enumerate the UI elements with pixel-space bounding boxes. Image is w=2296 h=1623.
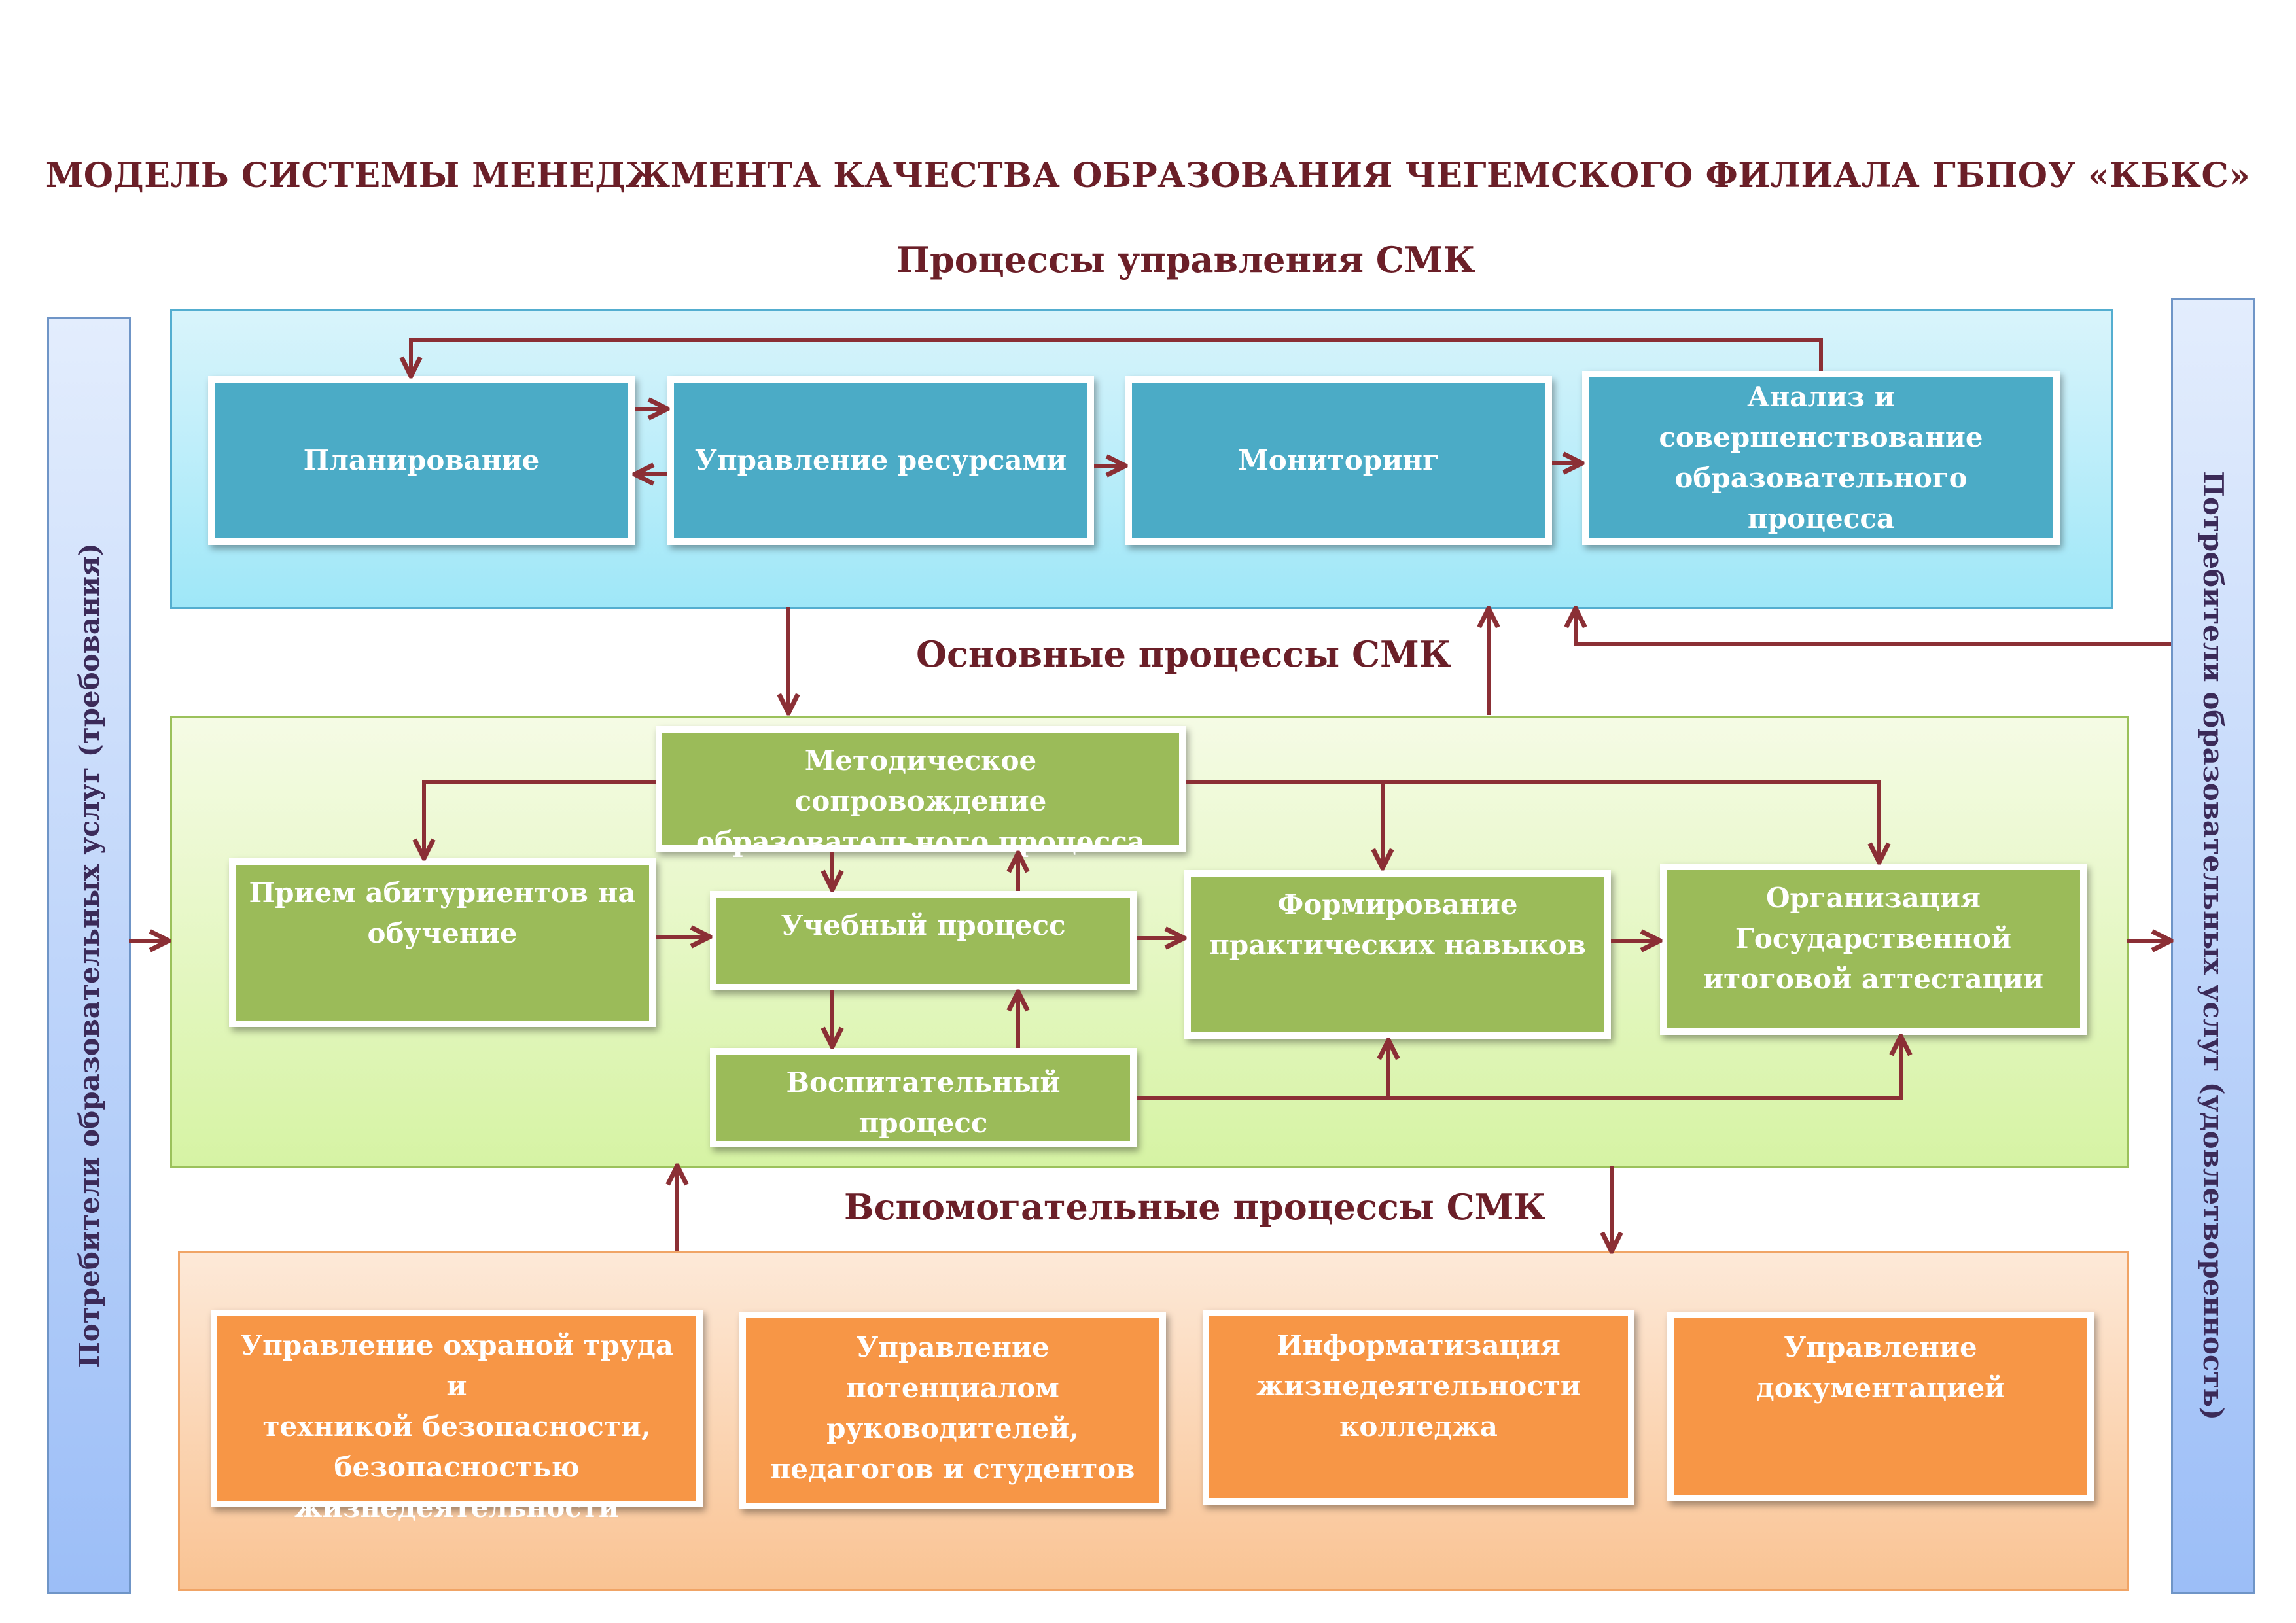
staff-potential-box: Управление потенциалом руководителей, пе…	[739, 1312, 1166, 1509]
admission-box: Прием абитуриентов на обучение	[229, 858, 656, 1027]
staff-potential-label: Управление потенциалом руководителей, пе…	[770, 1331, 1135, 1485]
upbringing-process-label: Воспитательный процесс	[786, 1066, 1061, 1139]
arrow-upbringing-to-practical	[1137, 1040, 1388, 1100]
monitoring-box: Мониторинг	[1125, 376, 1552, 545]
analysis-improvement-label: Анализ и совершенствование образовательн…	[1659, 381, 1983, 534]
arrow-upbringing-to-attestation	[1388, 1036, 1901, 1100]
attestation-label: Организация Государственной итоговой атт…	[1703, 882, 2044, 995]
diagram-title: МОДЕЛЬ СИСТЕМЫ МЕНЕДЖМЕНТА КАЧЕСТВА ОБРА…	[45, 156, 2251, 196]
documentation-box: Управление документацией	[1667, 1312, 2094, 1501]
labor-safety-label: Управление охраной труда и техникой безо…	[240, 1329, 673, 1524]
analysis-improvement-box: Анализ и совершенствование образовательн…	[1582, 371, 2060, 545]
practical-skills-label: Формирование практических навыков	[1209, 888, 1586, 961]
documentation-label: Управление документацией	[1756, 1331, 2005, 1404]
resource-management-label: Управление ресурсами	[694, 444, 1067, 476]
labor-safety-box: Управление охраной труда и техникой безо…	[211, 1310, 703, 1524]
informatization-label: Информатизация жизнедеятельности колледж…	[1256, 1329, 1581, 1442]
arrow-analysis-to-planning	[411, 338, 1823, 376]
methodical-support-label: Методическое сопровождение образовательн…	[696, 744, 1146, 858]
attestation-box: Организация Государственной итоговой атт…	[1660, 864, 2087, 1035]
section-title-management: Процессы управления СМК	[896, 239, 1475, 281]
consumers-requirements-bar: Потребители образовательных услуг (требо…	[47, 317, 131, 1594]
arrow-satisfaction-to-management	[1576, 608, 2171, 646]
section-title-support: Вспомогательные процессы СМК	[844, 1186, 1546, 1228]
upbringing-process-box: Воспитательный процесс	[710, 1048, 1137, 1147]
planning-box: Планирование	[208, 376, 635, 545]
section-title-main: Основные процессы СМК	[916, 633, 1451, 675]
arrow-methodical-to-practical	[1186, 780, 1383, 868]
planning-label: Планирование	[303, 444, 540, 476]
monitoring-label: Мониторинг	[1238, 444, 1439, 476]
educational-process-label: Учебный процесс	[781, 909, 1066, 941]
practical-skills-box: Формирование практических навыков	[1184, 870, 1611, 1039]
arrow-methodical-to-attestation	[1383, 780, 1879, 862]
arrow-methodical-to-admission	[424, 780, 656, 858]
educational-process-box: Учебный процесс	[710, 891, 1137, 990]
admission-label: Прием абитуриентов на обучение	[249, 877, 636, 949]
resource-management-box: Управление ресурсами	[667, 376, 1094, 545]
methodical-support-box: Методическое сопровождение образовательн…	[656, 726, 1186, 858]
informatization-box: Информатизация жизнедеятельности колледж…	[1203, 1310, 1634, 1505]
